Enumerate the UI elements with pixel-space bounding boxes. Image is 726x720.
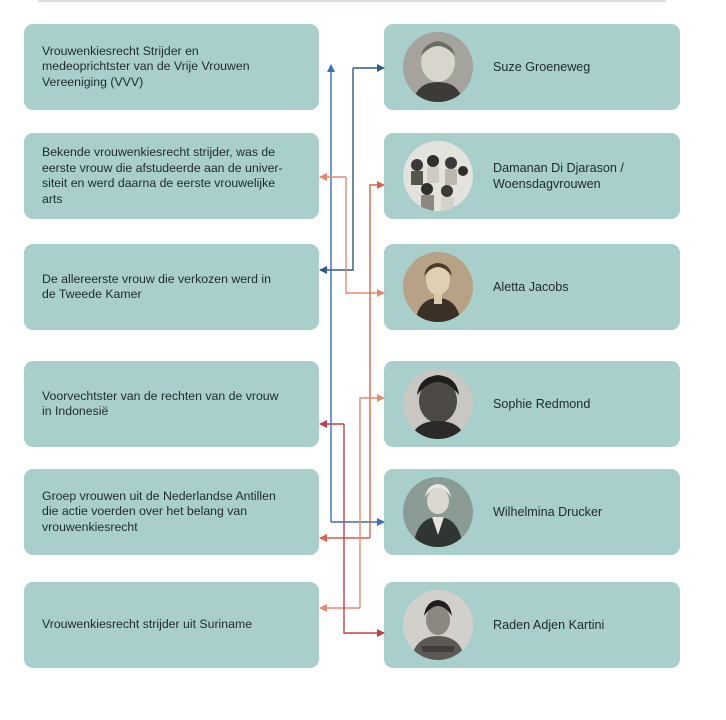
person-name-1: Suze Groeneweg	[493, 60, 591, 74]
description-text-2: Bekende vrouwenkiesrecht strijder, was d…	[42, 145, 283, 206]
top-divider	[38, 0, 666, 2]
person-card-aletta-jacobs: Aletta Jacobs	[384, 244, 680, 330]
description-text-5: Groep vrouwen uit de Nederlandse Antille…	[42, 488, 276, 534]
connector-raden-adjen-kartini-arrow	[343, 424, 385, 637]
description-card-1: Vrouwenkiesrecht Strijder en medeopricht…	[24, 24, 319, 110]
description-text-4: Voorvechtster van de rechten van de vrou…	[42, 388, 279, 419]
portrait-photo-icon	[403, 252, 473, 322]
description-card-2: Bekende vrouwenkiesrecht strijder, was d…	[24, 133, 319, 219]
person-card-wilhelmina-drucker: Wilhelmina Drucker	[384, 469, 680, 555]
description-card-4: Voorvechtster van de rechten van de vrou…	[24, 361, 319, 447]
description-text-3: De allereerste vrouw die verkozen werd i…	[42, 271, 271, 302]
person-name-5: Wilhelmina Drucker	[493, 505, 603, 519]
person-name-3: Aletta Jacobs	[493, 280, 569, 294]
description-text-1: Vrouwenkiesrecht Strijder en medeopricht…	[42, 43, 250, 89]
portrait-photo-icon	[403, 369, 473, 439]
person-name-4: Sophie Redmond	[493, 397, 591, 411]
description-card-3: De allereerste vrouw die verkozen werd i…	[24, 244, 319, 330]
person-card-damanan-di-djarason: Damanan Di Djarason / Woensdagvrouwen	[384, 133, 680, 219]
portrait-photo-icon	[403, 590, 473, 660]
description-text-6: Vrouwenkiesrecht strijder uit Suriname	[42, 617, 253, 632]
portrait-photo-icon	[403, 477, 473, 547]
person-name-6: Raden Adjen Kartini	[493, 618, 605, 632]
connector-aletta-jacobs-arrow	[345, 177, 385, 297]
portrait-photo-icon	[403, 32, 473, 102]
description-card-5: Groep vrouwen uit de Nederlandse Antille…	[24, 469, 319, 555]
person-card-sophie-redmond: Sophie Redmond	[384, 361, 680, 447]
person-name-2: Damanan Di Djarason / Woensdagvrouwen	[493, 161, 624, 191]
person-card-suze-groeneweg: Suze Groeneweg	[384, 24, 680, 110]
connector-suze-groeneweg	[319, 68, 354, 274]
person-card-raden-adjen-kartini: Raden Adjen Kartini	[384, 582, 680, 668]
group-photo-icon	[403, 141, 473, 211]
description-card-6: Vrouwenkiesrecht strijder uit Suriname	[24, 582, 319, 668]
connector-damanan-arrow	[369, 181, 385, 538]
connector-sophie-redmond-arrow	[359, 394, 385, 608]
